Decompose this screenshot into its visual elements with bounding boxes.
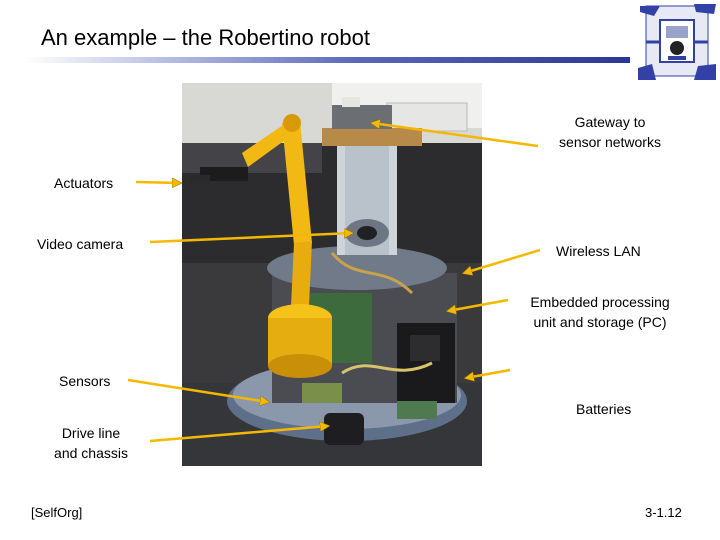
gateway-label: Gateway to sensor networks <box>545 112 675 152</box>
drive-line-label-line2: and chassis <box>54 445 128 461</box>
embedded-label-line2: unit and storage (PC) <box>533 314 667 330</box>
batteries-label: Batteries <box>576 401 632 417</box>
robot-photo <box>182 83 482 466</box>
institution-logo <box>638 4 716 80</box>
arrow-sensors <box>127 378 268 402</box>
arrow-drive-line <box>149 426 328 443</box>
slide-number: 3-1.12 <box>645 505 682 520</box>
actuators-label: Actuators <box>54 175 114 191</box>
sensors-label: Sensors <box>59 373 111 389</box>
gateway-label-line2: sensor networks <box>559 134 661 150</box>
drive-line-label: Drive line and chassis <box>38 423 144 463</box>
embedded-label-line1: Embedded processing <box>530 294 670 310</box>
slide-title: An example – the Robertino robot <box>41 25 370 50</box>
gateway-label-line1: Gateway to <box>574 114 646 130</box>
title-rule <box>24 57 630 63</box>
arrow-actuators <box>135 182 180 183</box>
arrow-batteries <box>466 368 511 378</box>
video-camera-label: Video camera <box>37 236 124 252</box>
footer-source: [SelfOrg] <box>31 505 83 520</box>
embedded-label: Embedded processing unit and storage (PC… <box>508 292 692 332</box>
arrow-wireless-lan <box>464 248 541 273</box>
drive-line-label-line1: Drive line <box>61 425 121 441</box>
arrow-video-camera <box>149 233 352 244</box>
arrow-embedded <box>448 298 509 311</box>
arrow-gateway <box>372 123 539 148</box>
wireless-lan-label: Wireless LAN <box>556 243 641 259</box>
